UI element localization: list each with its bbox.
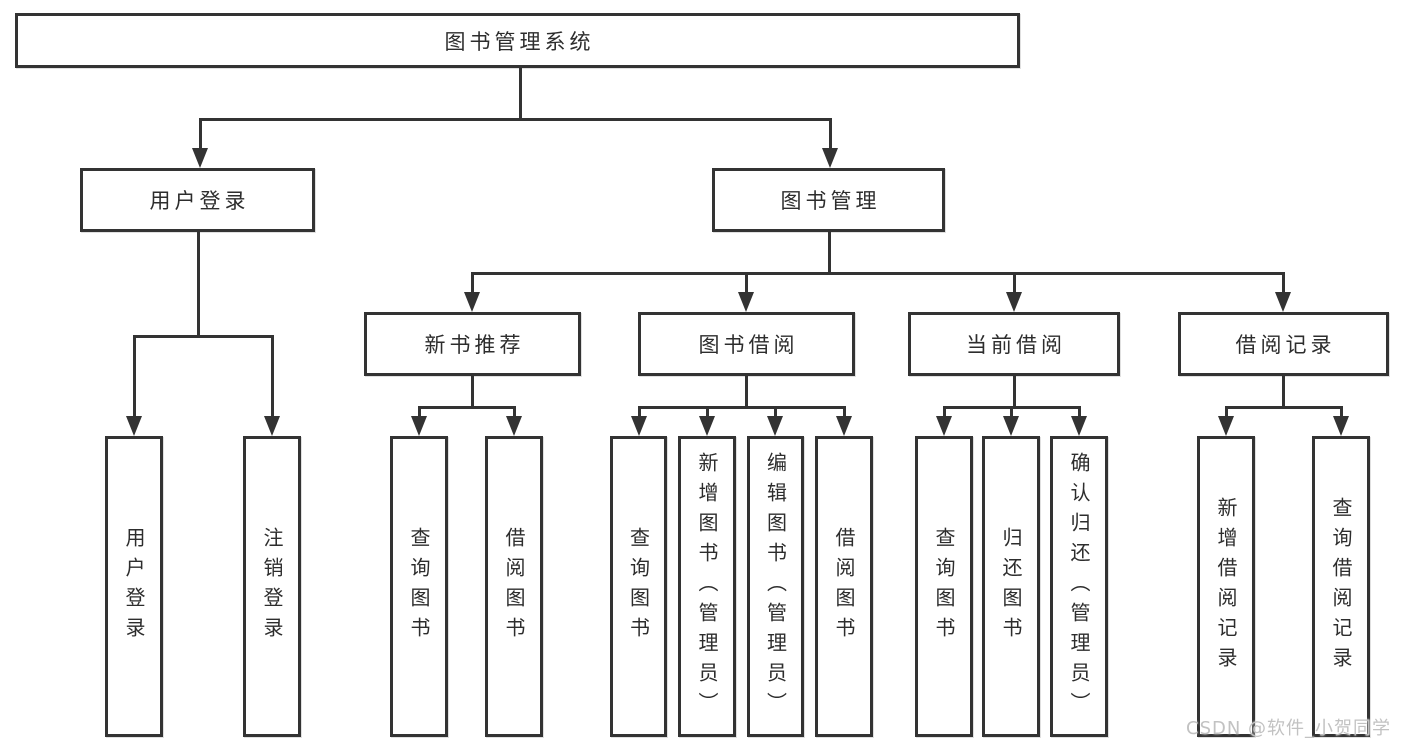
leaf-return-books: 归还图书 [982, 436, 1040, 737]
connector-line [418, 406, 421, 420]
leaf-label: 确认归还（管理员） [1067, 451, 1091, 722]
node-label: 新书推荐 [424, 333, 525, 357]
leaf-query-books-current: 查询图书 [915, 436, 973, 737]
leaf-label: 借阅图书 [502, 526, 526, 647]
arrowhead-icon [464, 292, 480, 312]
connector-line [829, 118, 832, 150]
arrowhead-icon [936, 416, 952, 436]
arrowhead-icon [126, 416, 142, 436]
leaf-logout: 注销登录 [243, 436, 301, 737]
connector-line [745, 376, 748, 409]
connector-line [471, 376, 474, 409]
leaf-borrow-books: 借阅图书 [815, 436, 873, 737]
node-label: 当前借阅 [966, 333, 1066, 357]
leaf-add-borrow-record: 新增借阅记录 [1197, 436, 1255, 737]
arrowhead-icon [1006, 292, 1022, 312]
arrowhead-icon [1333, 416, 1349, 436]
connector-line [745, 272, 748, 294]
connector-line [638, 406, 641, 420]
leaf-edit-books-admin: 编辑图书（管理员） [747, 436, 804, 737]
connector-line [199, 118, 832, 121]
connector-line [199, 118, 202, 150]
leaf-add-books-admin: 新增图书（管理员） [678, 436, 736, 737]
connector-line [1013, 272, 1016, 294]
connector-line [133, 335, 136, 418]
connector-line [774, 406, 777, 420]
arrowhead-icon [738, 292, 754, 312]
node-book-management: 图书管理 [712, 168, 945, 232]
leaf-label: 归还图书 [999, 526, 1023, 647]
connector-line [843, 406, 846, 420]
node-current-borrowing: 当前借阅 [908, 312, 1120, 376]
connector-line [513, 406, 516, 420]
leaf-borrow-books-newbook: 借阅图书 [485, 436, 543, 737]
arrowhead-icon [822, 148, 838, 168]
leaf-label: 查询图书 [626, 526, 651, 647]
connector-line [1010, 406, 1013, 420]
node-label: 借阅记录 [1235, 333, 1336, 357]
leaf-query-books-borrow: 查询图书 [610, 436, 667, 737]
leaf-label: 借阅图书 [832, 526, 856, 647]
arrowhead-icon [836, 416, 852, 436]
connector-line [471, 272, 474, 294]
arrowhead-icon [264, 416, 280, 436]
leaf-label: 新增借阅记录 [1214, 496, 1238, 677]
connector-line [1282, 272, 1285, 294]
leaf-query-borrow-record: 查询借阅记录 [1312, 436, 1370, 737]
arrowhead-icon [1071, 416, 1087, 436]
leaf-label: 新增图书（管理员） [695, 451, 719, 722]
arrowhead-icon [767, 416, 783, 436]
connector-line [828, 232, 831, 273]
csdn-watermark: CSDN @软件_小贺同学 [1186, 718, 1392, 739]
leaf-label: 查询借阅记录 [1329, 496, 1353, 677]
connector-line [1225, 406, 1228, 420]
connector-line [419, 406, 516, 409]
connector-line [197, 232, 200, 336]
node-label: 图书管理系统 [444, 29, 595, 54]
node-user-login: 用户登录 [80, 168, 315, 232]
node-label: 用户登录 [149, 189, 250, 213]
leaf-confirm-return-admin: 确认归还（管理员） [1050, 436, 1108, 737]
connector-line [639, 406, 845, 409]
leaf-user-login: 用户登录 [105, 436, 163, 737]
arrowhead-icon [1275, 292, 1291, 312]
connector-line [1226, 406, 1343, 409]
leaf-label: 用户登录 [122, 526, 146, 647]
connector-line [943, 406, 946, 420]
node-library-management-system: 图书管理系统 [15, 13, 1020, 68]
connector-line [519, 68, 522, 121]
arrowhead-icon [1218, 416, 1234, 436]
node-new-book-recommendation: 新书推荐 [364, 312, 581, 376]
leaf-label: 查询图书 [407, 526, 431, 647]
leaf-label: 查询图书 [932, 526, 956, 647]
arrowhead-icon [1003, 416, 1019, 436]
node-label: 图书借阅 [698, 333, 799, 357]
connector-line [706, 406, 709, 420]
connector-line [271, 335, 274, 418]
arrowhead-icon [506, 416, 522, 436]
connector-line [1013, 376, 1016, 409]
leaf-label: 编辑图书（管理员） [763, 451, 788, 722]
arrowhead-icon [699, 416, 715, 436]
connector-line [1340, 406, 1343, 420]
node-borrowing-records: 借阅记录 [1178, 312, 1389, 376]
arrowhead-icon [192, 148, 208, 168]
arrowhead-icon [411, 416, 427, 436]
arrowhead-icon [631, 416, 647, 436]
node-book-borrowing: 图书借阅 [638, 312, 855, 376]
leaf-query-books-newbook: 查询图书 [390, 436, 448, 737]
node-label: 图书管理 [780, 189, 881, 213]
connector-line [472, 272, 1284, 275]
connector-line [1282, 376, 1285, 409]
leaf-label: 注销登录 [260, 526, 284, 647]
connector-line [133, 335, 274, 338]
connector-line [1078, 406, 1081, 420]
